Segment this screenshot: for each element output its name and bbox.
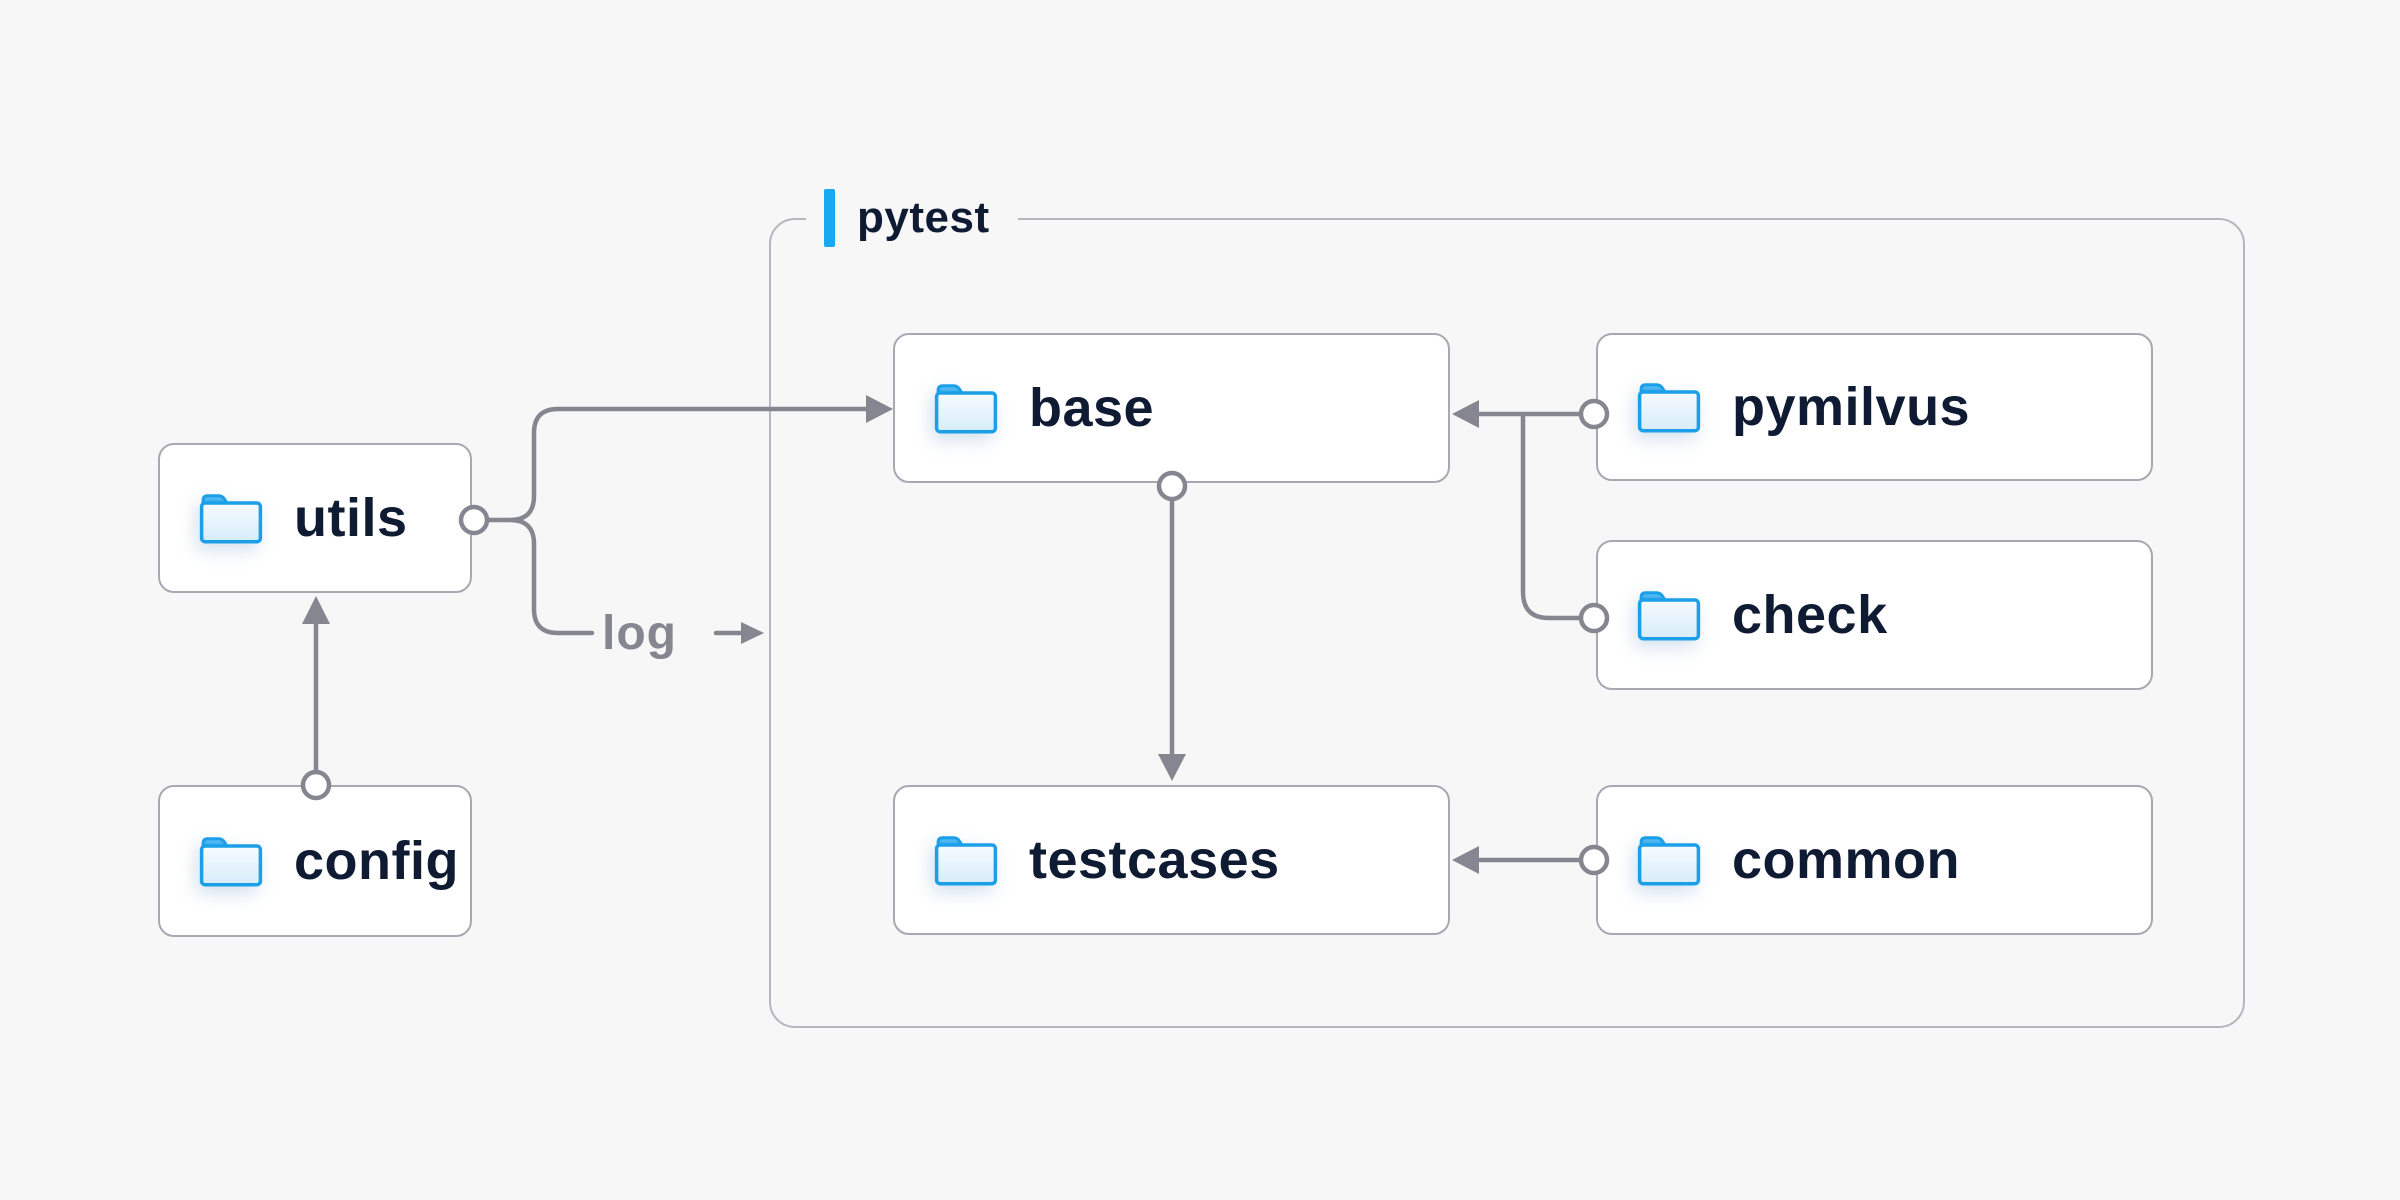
folder-icon [198,491,264,545]
node-label: testcases [1029,830,1280,890]
node-label: check [1732,585,1888,645]
node-label: common [1732,830,1961,890]
node-config: config [158,785,472,937]
node-utils: utils [158,443,472,593]
group-label-text: pytest [857,193,990,242]
node-pymilvus: pymilvus [1596,333,2153,481]
folder-icon [933,381,999,435]
node-label: base [1029,378,1155,438]
folder-icon [198,834,264,888]
node-base: base [893,333,1450,483]
node-label: utils [294,488,408,548]
folder-icon [1636,380,1702,434]
folder-icon [933,833,999,887]
edge-config-to-utils [300,596,332,801]
node-check: check [1596,540,2153,690]
pytest-group-label: pytest [806,186,1018,250]
node-label: config [294,831,459,891]
pytest-group-container [769,218,2245,1028]
accent-bar [824,189,835,247]
edge-label-log: log [602,606,677,660]
node-common: common [1596,785,2153,935]
folder-icon [1636,588,1702,642]
node-label: pymilvus [1732,377,1971,437]
node-testcases: testcases [893,785,1450,935]
folder-icon [1636,833,1702,887]
